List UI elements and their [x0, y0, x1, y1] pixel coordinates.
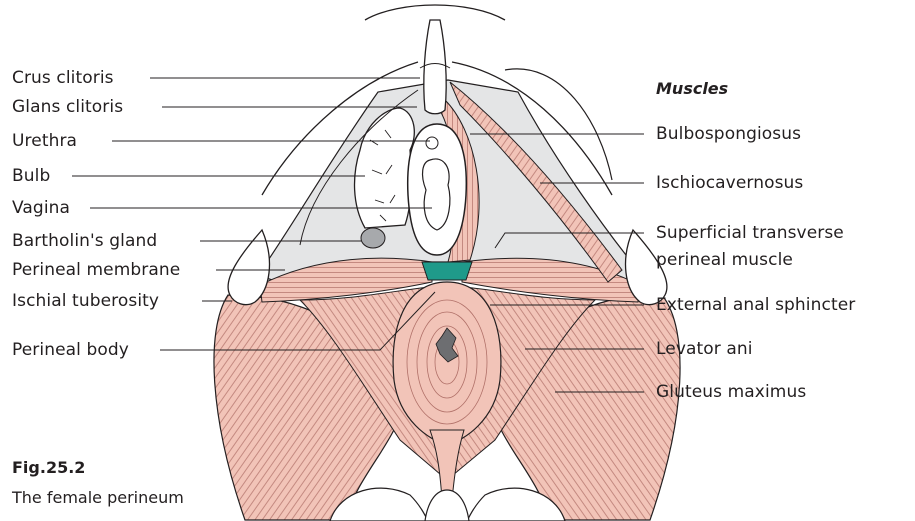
- perineal-body: [422, 262, 472, 280]
- label-bulb: Bulb: [12, 166, 50, 186]
- label-superficial-transverse: Superficial transverse: [656, 223, 844, 243]
- figure-number: Fig.25.2: [12, 458, 85, 477]
- label-bulbospongiosus: Bulbospongiosus: [656, 124, 801, 144]
- label-glans-clitoris: Glans clitoris: [12, 97, 123, 117]
- label-ischiocavernosus: Ischiocavernosus: [656, 173, 803, 193]
- label-crus-clitoris: Crus clitoris: [12, 68, 114, 88]
- muscles-heading: Muscles: [656, 79, 728, 98]
- label-ischial-tuberosity: Ischial tuberosity: [12, 291, 159, 311]
- label-vagina: Vagina: [12, 198, 70, 218]
- label-urethra: Urethra: [12, 131, 77, 151]
- label-gluteus-maximus: Gluteus maximus: [656, 382, 806, 402]
- label-bartholins-gland: Bartholin's gland: [12, 231, 157, 251]
- clitoris: [424, 20, 446, 114]
- label-external-anal-sphincter: External anal sphincter: [656, 295, 855, 315]
- label-perineal-membrane: Perineal membrane: [12, 260, 180, 280]
- figure-caption: The female perineum: [12, 488, 184, 507]
- bartholins-gland: [361, 228, 385, 248]
- label-perineal-body: Perineal body: [12, 340, 129, 360]
- label-perineal-muscle: perineal muscle: [656, 250, 793, 270]
- urethra: [426, 137, 438, 149]
- label-levator-ani: Levator ani: [656, 339, 753, 359]
